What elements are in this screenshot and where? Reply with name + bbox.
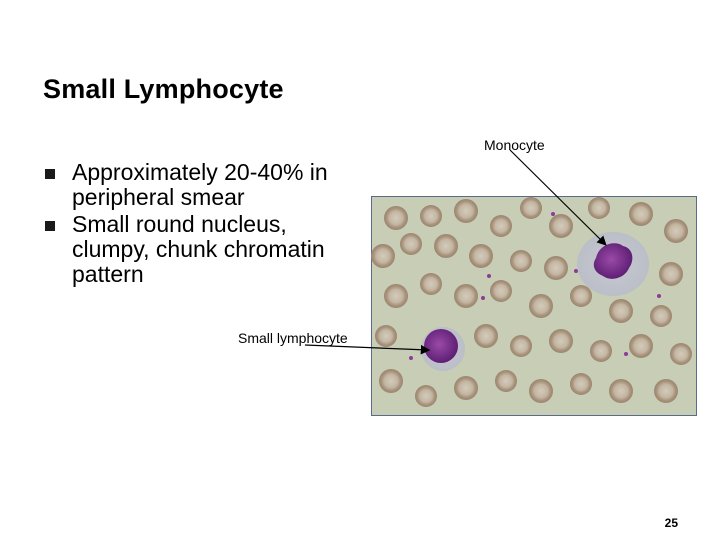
square-bullet-icon (45, 221, 55, 231)
bullet-text: Approximately 20-40% in peripheral smear (72, 159, 328, 210)
small-lymphocyte-cell (421, 327, 465, 371)
bullet-item: Approximately 20-40% in peripheral smear (45, 160, 365, 210)
slide-title: Small Lymphocyte (43, 74, 284, 104)
monocyte-cell (577, 232, 649, 296)
bullet-item: Small round nucleus, clumpy, chunk chrom… (45, 212, 365, 287)
small-lymphocyte-label: Small lymphocyte (238, 330, 348, 346)
page-number: 25 (664, 516, 678, 530)
monocyte-label: Monocyte (484, 137, 545, 153)
blood-smear-micrograph (371, 196, 697, 416)
square-bullet-icon (45, 169, 55, 179)
bullet-text: Small round nucleus, clumpy, chunk chrom… (72, 211, 325, 287)
bullet-list: Approximately 20-40% in peripheral smear… (45, 160, 365, 289)
